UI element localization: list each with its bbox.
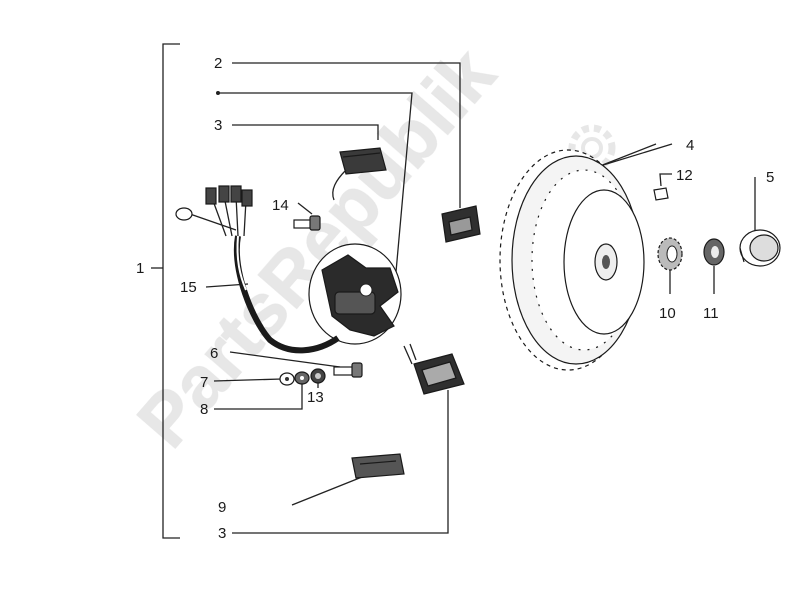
washer-7 <box>279 372 295 386</box>
label-2: 2 <box>214 55 222 72</box>
label-15: 15 <box>180 279 197 296</box>
label-7: 7 <box>200 374 208 391</box>
label-3-bottom: 3 <box>218 525 226 542</box>
wiring-harness <box>175 185 340 354</box>
label-11: 11 <box>703 305 719 322</box>
screw-6 <box>333 362 363 378</box>
label-6: 6 <box>210 345 218 362</box>
label-14: 14 <box>272 197 289 214</box>
label-12: 12 <box>676 167 693 184</box>
pickup-coil-top <box>332 147 387 201</box>
flywheel-rotor <box>499 149 645 371</box>
label-9: 9 <box>218 499 226 516</box>
nut-11 <box>703 238 725 266</box>
label-10: 10 <box>659 305 676 322</box>
label-3-top: 3 <box>214 117 222 134</box>
bracket-group-1 <box>151 43 180 539</box>
label-8: 8 <box>200 401 208 418</box>
washer-8 <box>294 371 310 385</box>
cap-5 <box>739 229 781 267</box>
label-1: 1 <box>136 260 144 277</box>
leader-lines <box>205 62 756 534</box>
washer-10 <box>657 237 683 271</box>
key-12 <box>653 187 669 201</box>
grommet-9 <box>351 453 405 479</box>
label-5: 5 <box>766 169 774 186</box>
connector-block <box>441 205 481 243</box>
nut-13 <box>310 368 326 384</box>
stator-assembly <box>308 243 402 345</box>
label-13: 13 <box>307 389 324 406</box>
label-4: 4 <box>686 137 694 154</box>
pickup-coil-bottom <box>403 343 465 395</box>
screw-14 <box>293 215 321 231</box>
part-labels: 1 2 3 14 15 6 7 8 13 9 3 4 12 5 10 11 <box>136 55 774 542</box>
